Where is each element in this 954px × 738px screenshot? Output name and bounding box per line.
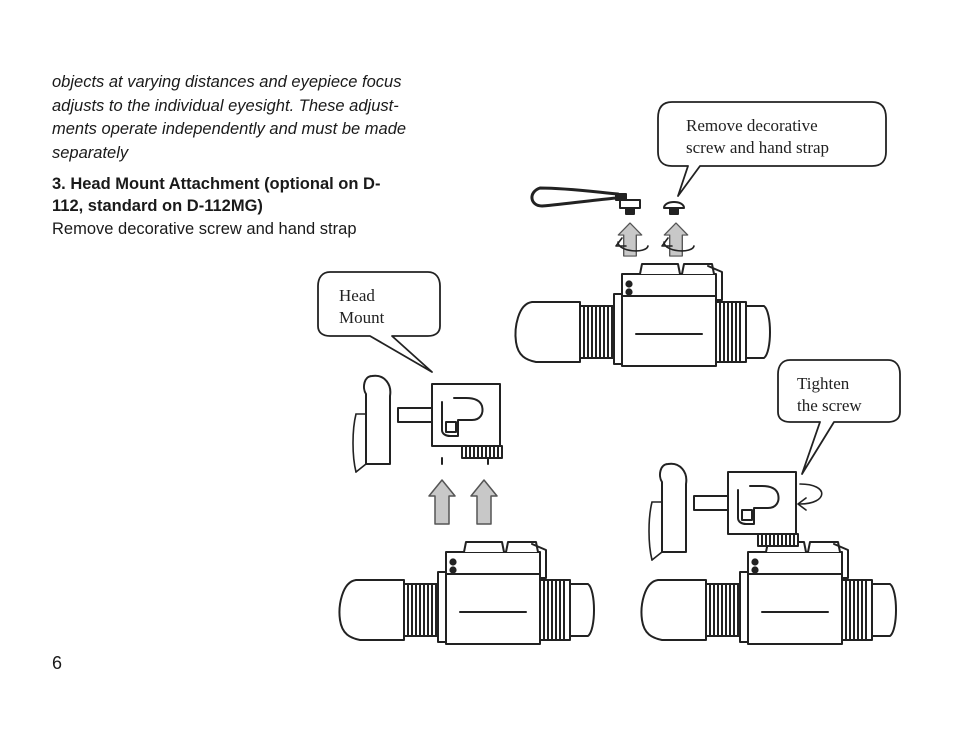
rotate-arrow-icon — [797, 483, 823, 511]
callout-remove-line-2: screw and hand strap — [686, 138, 829, 157]
intro-line: separately — [52, 143, 129, 162]
section-heading: 3. Head Mount Attachment (optional on D-… — [52, 173, 482, 217]
intro-line: ments operate independently and must be … — [52, 120, 407, 138]
monocular-top-icon — [514, 263, 771, 367]
monocular-right-icon — [640, 541, 897, 645]
page-number: 6 — [52, 653, 63, 673]
callout-tighten: Tighten the screw — [777, 359, 901, 475]
heading-line: 112, standard on D-112MG) — [52, 197, 263, 215]
intro-line: objects at varying distances and eyepiec… — [52, 73, 402, 91]
callout-tighten-line-2: the screw — [797, 396, 862, 415]
intro-paragraph: objects at varying distances and eyepiec… — [52, 71, 482, 165]
head-mount-bracket-assembled-icon — [648, 462, 799, 561]
up-arrow-icon — [428, 479, 456, 525]
head-mount-bracket-icon — [352, 374, 503, 473]
callout-head-mount-line-1: Head — [339, 286, 375, 305]
callout-remove: Remove decorative screw and hand strap — [657, 101, 887, 197]
heading-line: 3. Head Mount Attachment (optional on D- — [52, 175, 381, 193]
rotate-arrow-icon — [615, 237, 695, 252]
decorative-screw-icon — [663, 201, 685, 215]
callout-head-mount-line-2: Mount — [339, 308, 385, 327]
up-arrow-icon — [470, 479, 498, 525]
hand-strap-icon — [530, 186, 627, 208]
callout-tighten-line-1: Tighten — [797, 374, 850, 393]
intro-line: adjusts to the individual eyesight. Thes… — [52, 96, 399, 115]
callout-remove-line-1: Remove decorative — [686, 116, 818, 135]
callout-head-mount: Head Mount — [317, 271, 441, 373]
strap-screw-icon — [619, 199, 641, 215]
instruction-text: Remove decorative screw and hand strap — [52, 220, 357, 238]
monocular-left-icon — [338, 541, 595, 645]
